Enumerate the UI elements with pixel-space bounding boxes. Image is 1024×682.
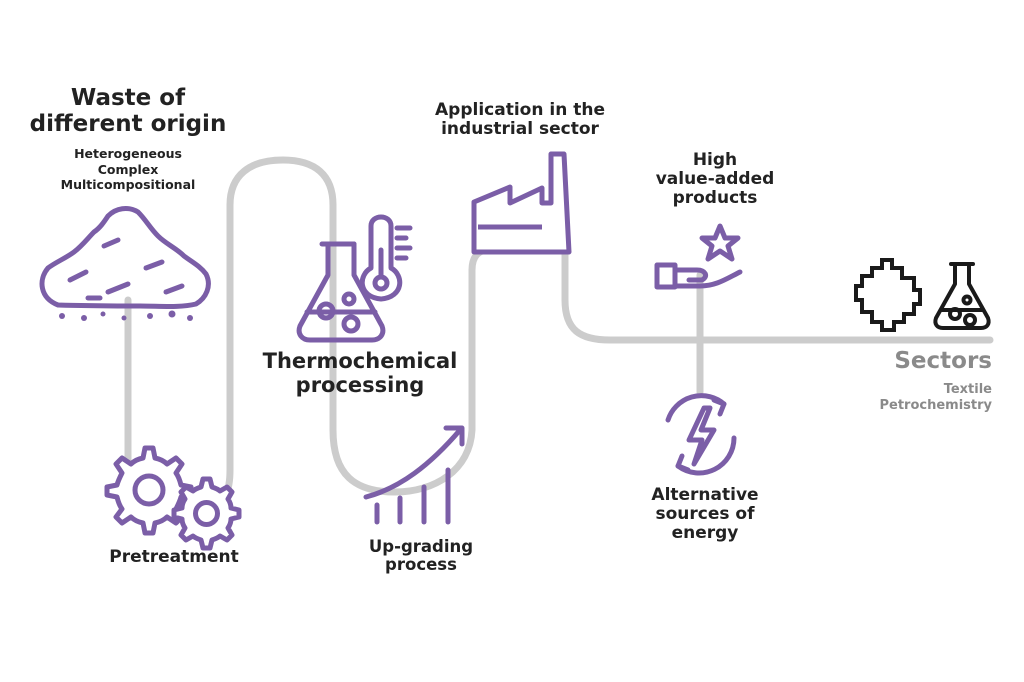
upgrading-line2: process — [385, 555, 457, 575]
pretreatment-label: Pretreatment — [94, 547, 254, 567]
waste-title-line1: Waste of — [70, 85, 186, 111]
waste-particles — [59, 310, 193, 321]
application-label: Application in the industrial sector — [408, 100, 632, 140]
alternative-energy-label: Alternative sources of energy — [620, 485, 790, 544]
upgrading-line1: Up-grading — [368, 537, 474, 556]
waste-pile-icon — [39, 206, 211, 309]
waste-sub-heterogeneous: Heterogeneous — [74, 146, 182, 161]
sectors-title-text: Sectors — [894, 348, 992, 374]
high-value-line2: value-added — [655, 169, 775, 190]
star-hand-icon — [654, 223, 743, 290]
gears-icon — [104, 445, 242, 551]
alternative-line1: Alternative — [651, 485, 759, 505]
energy-cycle-icon — [665, 393, 737, 476]
chemistry-flask-icon — [933, 262, 991, 330]
waste-subtitle: Heterogeneous Complex Multicompositional — [28, 146, 228, 193]
sectors-title: Sectors — [800, 348, 992, 375]
high-value-line1: High — [692, 150, 738, 170]
growth-chart-icon — [363, 425, 465, 525]
process-path — [124, 156, 492, 509]
waste-title-line2: different origin — [29, 110, 227, 137]
waste-sub-complex: Complex — [97, 161, 159, 177]
high-value-line3: products — [672, 188, 758, 209]
pretreatment-text: Pretreatment — [109, 547, 239, 567]
sectors-sub-textile: Textile — [943, 382, 992, 397]
waste-title: Waste of different origin — [28, 85, 228, 138]
waste-sub-multicompositional: Multicompositional — [60, 177, 196, 193]
flask-icon — [296, 241, 386, 343]
sectors-path — [561, 246, 994, 344]
application-line2: industrial sector — [441, 119, 599, 140]
upgrading-label: Up-grading process — [346, 537, 496, 575]
thermo-line1: Thermochemical — [262, 349, 458, 373]
alternative-line3: energy — [671, 523, 739, 544]
thermo-line2: processing — [295, 372, 425, 397]
thermo-label: Thermochemical processing — [250, 349, 470, 397]
factory-icon — [471, 151, 572, 255]
thermometer-icon — [359, 214, 413, 302]
sectors-subtitle: Textile Petrochemistry — [800, 382, 992, 415]
alternative-line2: sources of — [655, 504, 755, 525]
application-line1: Application in the — [435, 100, 605, 120]
textile-patch-icon — [854, 258, 922, 332]
sectors-sub-petrochemistry: Petrochemistry — [879, 398, 992, 414]
high-value-label: High value-added products — [640, 150, 790, 209]
